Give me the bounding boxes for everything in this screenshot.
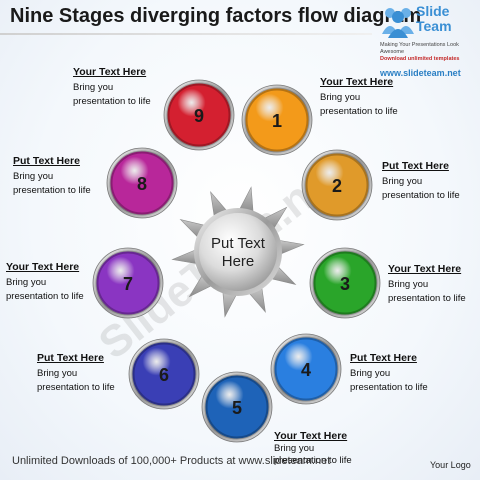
label-desc: Bring you presentation to life xyxy=(382,176,460,201)
stage-node-5[interactable]: 5 xyxy=(201,371,273,443)
diverging-arrow xyxy=(171,249,199,265)
label-stage-9: Your Text Here Bring you presentation to… xyxy=(73,66,163,109)
label-stage-1: Your Text Here Bring you presentation to… xyxy=(320,76,410,119)
stage-node-3[interactable]: 3 xyxy=(309,247,381,319)
brand-logo: Slide Team Making Your Presentations Loo… xyxy=(380,3,476,63)
stage-number: 7 xyxy=(123,274,133,294)
label-desc: Bring you presentation to life xyxy=(388,279,466,304)
brand-tagline-2: Download unlimited templates xyxy=(380,56,460,62)
stage-number: 5 xyxy=(232,398,242,418)
stage-number: 2 xyxy=(332,176,342,196)
label-title: Put Text Here xyxy=(350,352,417,364)
title-divider xyxy=(0,33,372,35)
your-logo-placeholder: Your Logo xyxy=(430,460,471,470)
center-hub[interactable]: Put Text Here xyxy=(194,208,282,296)
label-stage-3: Your Text Here Bring you presentation to… xyxy=(388,263,478,306)
label-title: Put Text Here xyxy=(13,155,80,167)
label-title: Your Text Here xyxy=(274,430,348,442)
brand-tagline-1: Making Your Presentations Look Awesome xyxy=(380,42,459,55)
label-desc: Bring you presentation to life xyxy=(274,443,352,466)
label-desc: Bring you presentation to life xyxy=(6,277,84,302)
label-desc: Bring you presentation to life xyxy=(13,171,91,196)
stage-node-6[interactable]: 6 xyxy=(128,338,200,410)
stage-node-4[interactable]: 4 xyxy=(270,333,342,405)
brand-name: Slide Team xyxy=(416,3,452,34)
label-stage-2: Put Text Here Bring you presentation to … xyxy=(382,160,472,203)
label-title: Put Text Here xyxy=(37,352,104,364)
center-text-line1: Put Text xyxy=(211,235,266,252)
stage-node-2[interactable]: 2 xyxy=(301,149,373,221)
label-stage-4: Put Text Here Bring you presentation to … xyxy=(350,352,440,395)
stage-node-9[interactable]: 9 xyxy=(163,79,235,151)
stage-number: 4 xyxy=(301,360,311,380)
label-title: Your Text Here xyxy=(320,76,394,88)
label-desc: Bring you presentation to life xyxy=(320,92,398,117)
page-title: Nine Stages diverging factors flow diagr… xyxy=(10,5,422,27)
label-stage-6: Put Text Here Bring you presentation to … xyxy=(37,352,127,395)
label-desc: Bring you presentation to life xyxy=(37,368,115,393)
label-stage-8: Put Text Here Bring you presentation to … xyxy=(13,155,103,198)
label-desc: Bring you presentation to life xyxy=(350,368,428,393)
footer-text[interactable]: Unlimited Downloads of 100,000+ Products… xyxy=(12,455,331,467)
stage-number: 3 xyxy=(340,274,350,294)
stage-number: 9 xyxy=(194,106,204,126)
stage-node-8[interactable]: 8 xyxy=(106,147,178,219)
label-stage-5: Your Text Here Bring you presentation to… xyxy=(274,430,364,467)
label-title: Your Text Here xyxy=(6,261,80,273)
label-desc: Bring you presentation to life xyxy=(73,82,151,107)
diverging-arrow xyxy=(277,239,305,255)
brand-url[interactable]: www.slideteam.net xyxy=(380,68,461,78)
brand-tagline: Making Your Presentations Look Awesome D… xyxy=(380,42,476,63)
people-group-icon xyxy=(382,8,414,38)
label-title: Put Text Here xyxy=(382,160,449,172)
stage-node-7[interactable]: 7 xyxy=(92,247,164,319)
label-stage-7: Your Text Here Bring you presentation to… xyxy=(6,261,96,304)
stage-number: 8 xyxy=(137,174,147,194)
stage-node-1[interactable]: 1 xyxy=(241,84,313,156)
label-title: Your Text Here xyxy=(388,263,462,275)
center-text-line2: Here xyxy=(222,253,255,270)
stage-number: 1 xyxy=(272,111,282,131)
label-title: Your Text Here xyxy=(73,66,147,78)
stage-number: 6 xyxy=(159,365,169,385)
